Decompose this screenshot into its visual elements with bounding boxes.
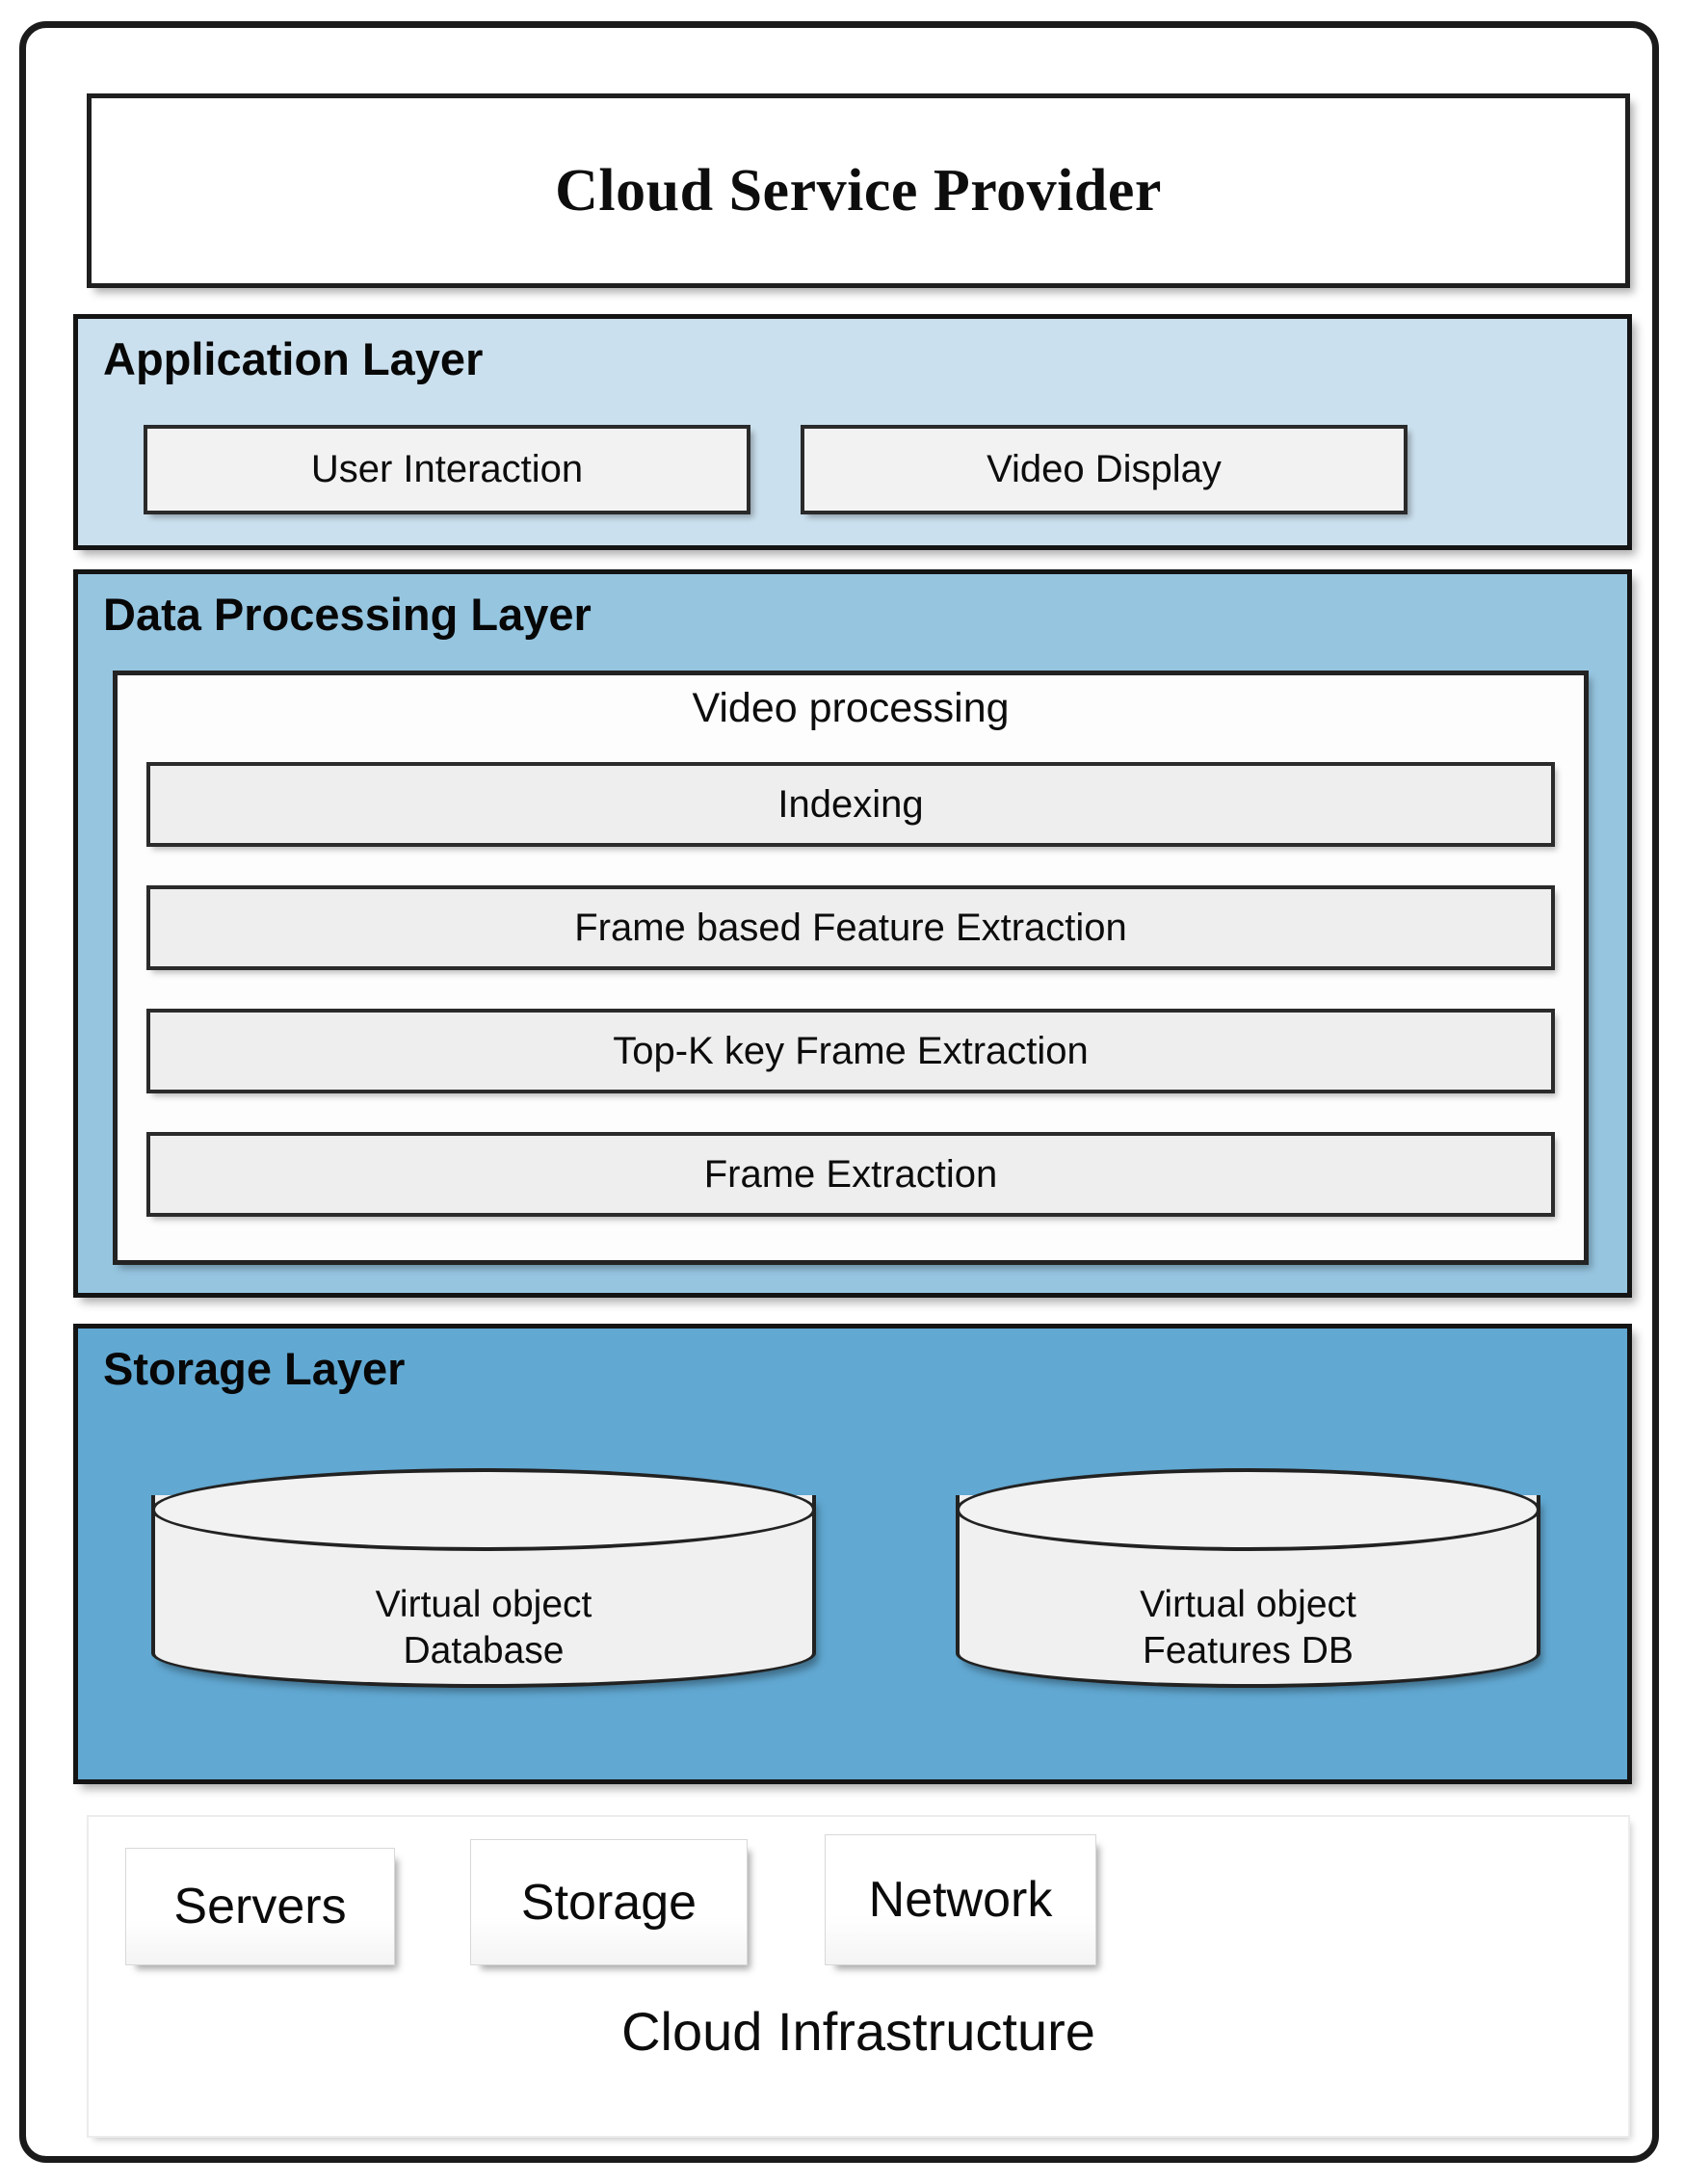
database-label-line2: Features DB: [1143, 1629, 1354, 1671]
data-processing-layer-panel: Data Processing Layer Video processing I…: [73, 569, 1632, 1298]
cloud-service-provider-title-box: Cloud Service Provider: [87, 93, 1630, 288]
cylinder-top-ellipse: [151, 1468, 816, 1551]
video-processing-group: Video processing Indexing Frame based Fe…: [113, 671, 1589, 1265]
database-label-line1: Virtual object: [1140, 1584, 1356, 1625]
processing-step-indexing[interactable]: Indexing: [146, 762, 1555, 847]
data-processing-layer-title: Data Processing Layer: [103, 589, 592, 640]
infrastructure-resource-storage[interactable]: Storage: [470, 1839, 748, 1965]
cylinder-top-ellipse: [956, 1468, 1540, 1551]
application-box-user-interaction[interactable]: User Interaction: [144, 425, 750, 514]
processing-step-top-k-key-frame-extraction[interactable]: Top-K key Frame Extraction: [146, 1009, 1555, 1093]
database-label: Virtual object Database: [151, 1582, 816, 1673]
application-layer-panel: Application Layer User Interaction Video…: [73, 314, 1632, 550]
database-label-line1: Virtual object: [375, 1584, 592, 1625]
processing-step-frame-based-feature-extraction[interactable]: Frame based Feature Extraction: [146, 885, 1555, 970]
database-cylinder-virtual-object-features-db[interactable]: Virtual object Features DB: [956, 1468, 1540, 1719]
cloud-infrastructure-panel: Servers Storage Network Cloud Infrastruc…: [87, 1815, 1630, 2138]
database-label-line2: Database: [403, 1629, 565, 1671]
cloud-infrastructure-caption: Cloud Infrastructure: [621, 2001, 1095, 2062]
database-label: Virtual object Features DB: [956, 1582, 1540, 1673]
application-layer-title: Application Layer: [103, 333, 484, 384]
storage-layer-title: Storage Layer: [103, 1343, 406, 1394]
application-box-video-display[interactable]: Video Display: [801, 425, 1408, 514]
database-cylinder-virtual-object-database[interactable]: Virtual object Database: [151, 1468, 816, 1719]
infrastructure-resource-network[interactable]: Network: [825, 1834, 1096, 1965]
cloud-service-provider-frame: Cloud Service Provider Application Layer…: [19, 21, 1659, 2163]
page-title: Cloud Service Provider: [555, 157, 1162, 224]
video-processing-title: Video processing: [692, 685, 1010, 731]
infrastructure-resource-servers[interactable]: Servers: [125, 1848, 395, 1965]
processing-step-frame-extraction[interactable]: Frame Extraction: [146, 1132, 1555, 1217]
application-layer-box-row: User Interaction Video Display: [78, 425, 1627, 517]
